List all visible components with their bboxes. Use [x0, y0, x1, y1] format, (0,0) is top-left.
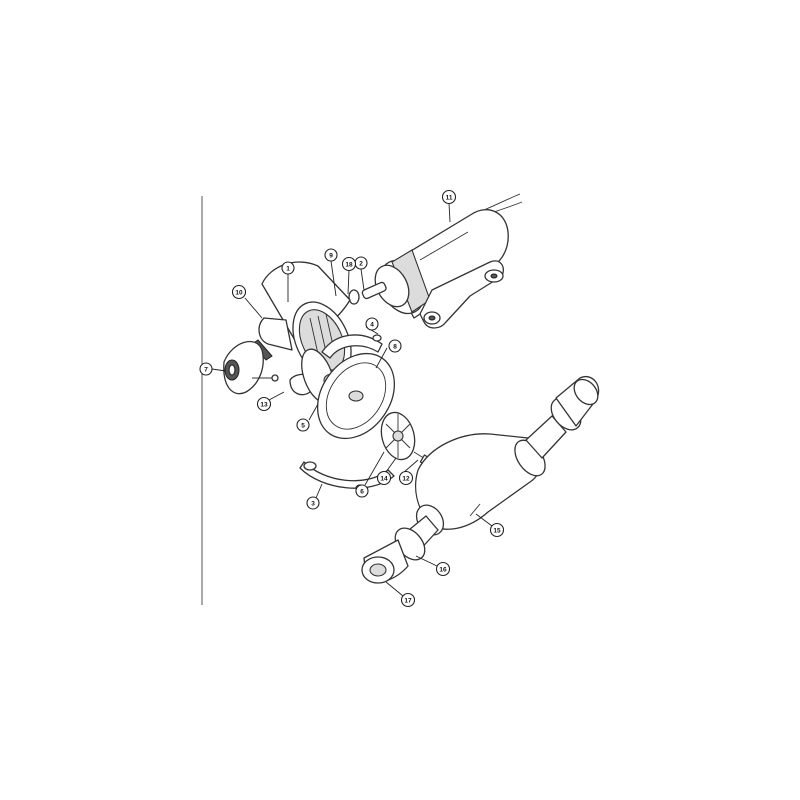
- callout-8-label: 8: [393, 343, 397, 350]
- leader-14: [385, 457, 397, 473]
- leader-5: [308, 403, 319, 421]
- valve-plate-assembly: [299, 411, 431, 492]
- callout-4: 4: [365, 317, 379, 331]
- callout-5: 5: [296, 418, 310, 432]
- callout-7: 7: [199, 362, 213, 376]
- leader-15: [475, 513, 493, 527]
- callout-10-label: 10: [235, 289, 243, 296]
- leader-8: [375, 347, 388, 369]
- callout-1-label: 1: [286, 265, 290, 272]
- callout-14-label: 14: [380, 475, 388, 482]
- callout-15: 15: [489, 522, 505, 538]
- leader-17: [385, 581, 404, 597]
- callout-1: 1: [281, 261, 295, 275]
- leader-lines: [211, 202, 493, 597]
- callout-6: 6: [355, 484, 369, 498]
- callout-4-label: 4: [370, 321, 374, 328]
- callout-3-label: 3: [311, 500, 315, 507]
- callout-13: 13: [256, 396, 272, 412]
- callout-6-label: 6: [360, 488, 364, 495]
- callout-17: 17: [400, 592, 416, 608]
- motor: [334, 193, 523, 329]
- upper-hose-fitting: [525, 375, 600, 459]
- leader-16: [415, 555, 438, 567]
- leader-11: [448, 202, 451, 223]
- leader-10: [244, 297, 263, 319]
- callout-14: 14: [376, 470, 392, 486]
- callout-5-label: 5: [301, 422, 305, 429]
- callout-16: 16: [435, 561, 451, 577]
- callout-10: 10: [231, 284, 247, 300]
- callout-9-label: 9: [329, 252, 333, 259]
- leader-2: [360, 268, 365, 291]
- leader-9: [330, 260, 337, 297]
- callout-2-label: 2: [359, 260, 363, 267]
- callout-2: 2: [354, 256, 368, 270]
- callout-18-label: 18: [345, 261, 353, 268]
- callout-17-label: 17: [404, 597, 412, 604]
- leader-12: [402, 459, 419, 474]
- callout-11-label: 11: [446, 194, 453, 201]
- leader-13: [268, 391, 285, 401]
- callout-12: 12: [398, 470, 414, 486]
- lower-hose-fitting: [361, 515, 439, 584]
- clamp-and-diaphragm: [301, 334, 396, 440]
- leader-6: [364, 451, 385, 486]
- callout-9: 9: [324, 248, 338, 262]
- callout-15-label: 15: [493, 527, 501, 534]
- valve-fitting: [223, 340, 279, 395]
- callout-16-label: 16: [439, 566, 447, 573]
- callout-18: 18: [341, 256, 357, 272]
- leader-18: [347, 269, 350, 295]
- callout-3: 3: [306, 496, 320, 510]
- callout-7-label: 7: [204, 366, 208, 373]
- callout-13-label: 13: [260, 401, 268, 408]
- callout-8: 8: [388, 339, 402, 353]
- callout-11: 11: [441, 189, 457, 205]
- leader-3: [315, 483, 323, 499]
- callout-12-label: 12: [402, 475, 410, 482]
- leader-7: [211, 368, 227, 372]
